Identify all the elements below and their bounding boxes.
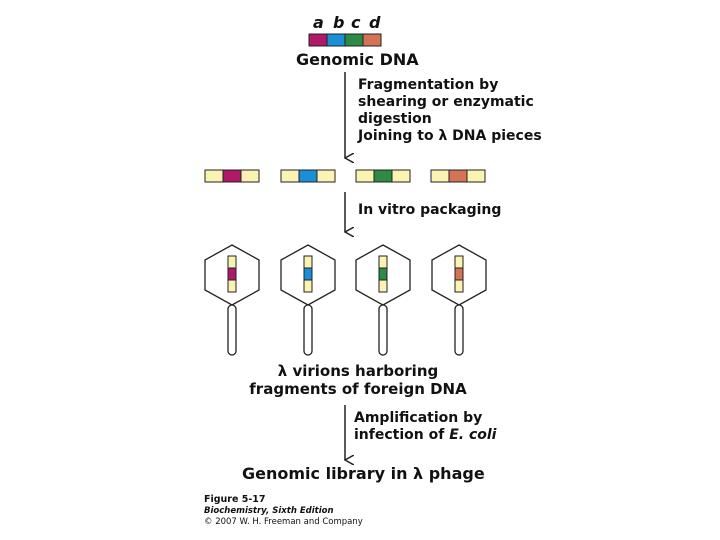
lambda-virion-d [431,244,487,356]
segment-c [344,33,364,47]
fragmentation-step-text: Fragmentation by shearing or enzymatic d… [358,77,542,145]
lambda-virion-c [355,244,411,356]
recombinant-fragment-b [280,169,336,183]
organism-name: E. coli [449,427,497,444]
fragmentation-line-2: shearing or enzymatic [358,94,534,111]
letter-b: b [333,13,345,32]
amplification-prefix: infection of [354,427,450,444]
copyright-line: © 2007 W. H. Freeman and Company [204,516,363,527]
letter-d: d [369,13,381,32]
recombinant-fragment-d [430,169,486,183]
genomic-dna-bar [308,33,382,47]
recombinant-fragment-a [204,169,260,183]
amplification-step-text: Amplification by infection of E. coli [354,410,496,444]
fragmentation-line-3: digestion [358,111,432,128]
book-title: Biochemistry, Sixth Edition [204,505,334,516]
figure-number: Figure 5-17 [204,494,266,505]
segment-b [326,33,346,47]
segment-d [362,33,382,47]
segment-a [308,33,328,47]
amplification-line-2: infection of E. coli [354,427,496,444]
lambda-virion-b [280,244,336,356]
letter-a: a [313,13,324,32]
figure-caption: Figure 5-17 Biochemistry, Sixth Edition … [204,494,363,527]
genomic-library-label: Genomic library in λ phage [242,464,485,483]
packaging-step-text: In vitro packaging [358,202,502,218]
virions-label-line-1: λ virions harboring [277,362,439,380]
virions-label: λ virions harboring fragments of foreign… [248,362,468,398]
recombinant-fragment-c [355,169,411,183]
letter-c: c [351,13,361,32]
genomic-dna-label: Genomic DNA [296,50,419,69]
lambda-virion-a [204,244,260,356]
fragmentation-line-1: Fragmentation by [358,77,499,93]
virions-label-line-2: fragments of foreign DNA [249,380,467,398]
amplification-line-1: Amplification by [354,410,483,426]
joining-line: Joining to λ DNA pieces [358,128,542,145]
